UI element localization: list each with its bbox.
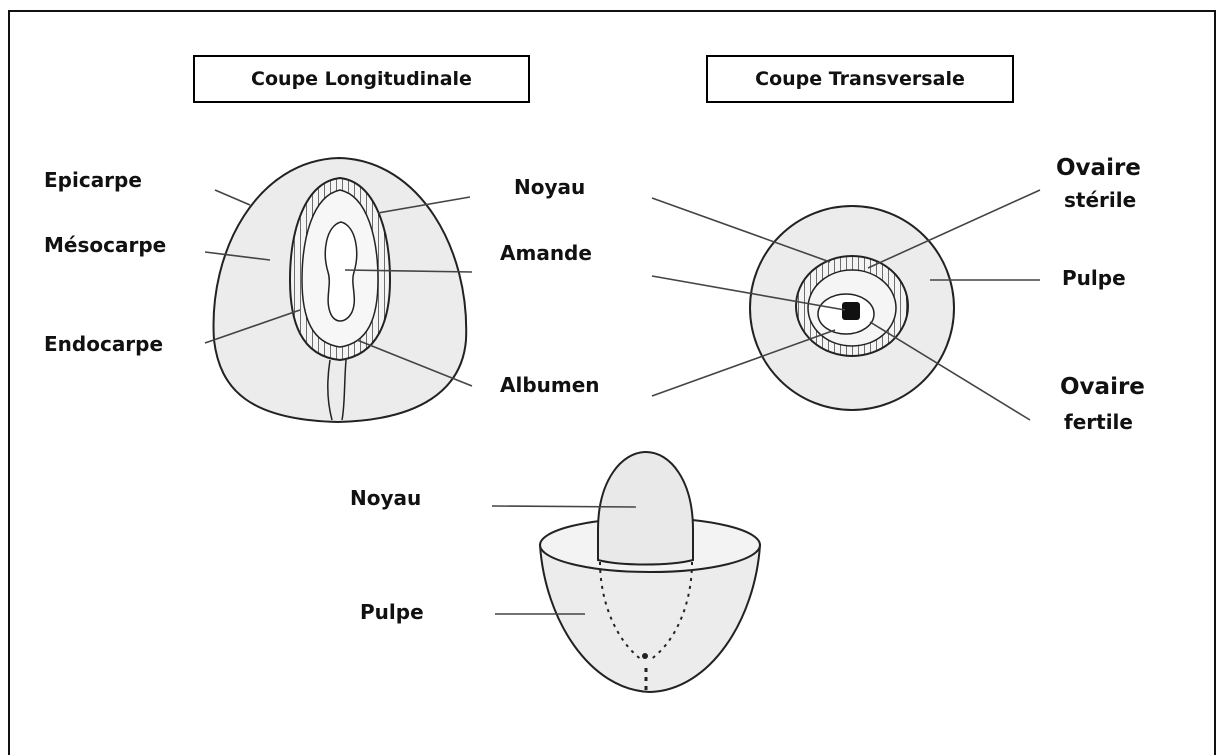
label-noyau-bottom: Noyau xyxy=(350,486,421,510)
noyau-bottom-leader xyxy=(492,506,636,507)
amande-shape xyxy=(325,222,356,321)
label-pulpe-right: Pulpe xyxy=(1062,266,1126,290)
label-ovaire-sterile-2: stérile xyxy=(1064,188,1136,212)
cut-fruit-3d xyxy=(492,452,760,692)
label-ovaire-fertile-2: fertile xyxy=(1064,410,1133,434)
longitudinal-section xyxy=(205,158,472,422)
label-pulpe-bottom: Pulpe xyxy=(360,600,424,624)
amande-seed xyxy=(842,302,860,320)
label-mesocarpe: Mésocarpe xyxy=(44,233,166,257)
transversal-section xyxy=(652,190,1040,420)
label-endocarpe: Endocarpe xyxy=(44,332,163,356)
label-noyau-top: Noyau xyxy=(514,175,585,199)
label-epicarpe: Epicarpe xyxy=(44,168,142,192)
label-amande: Amande xyxy=(500,241,592,265)
label-albumen: Albumen xyxy=(500,373,600,397)
epicarpe-leader xyxy=(215,190,250,205)
label-ovaire-fertile-1: Ovaire xyxy=(1060,374,1145,402)
noyau-3d xyxy=(598,452,693,565)
label-ovaire-sterile-1: Ovaire xyxy=(1056,155,1141,183)
